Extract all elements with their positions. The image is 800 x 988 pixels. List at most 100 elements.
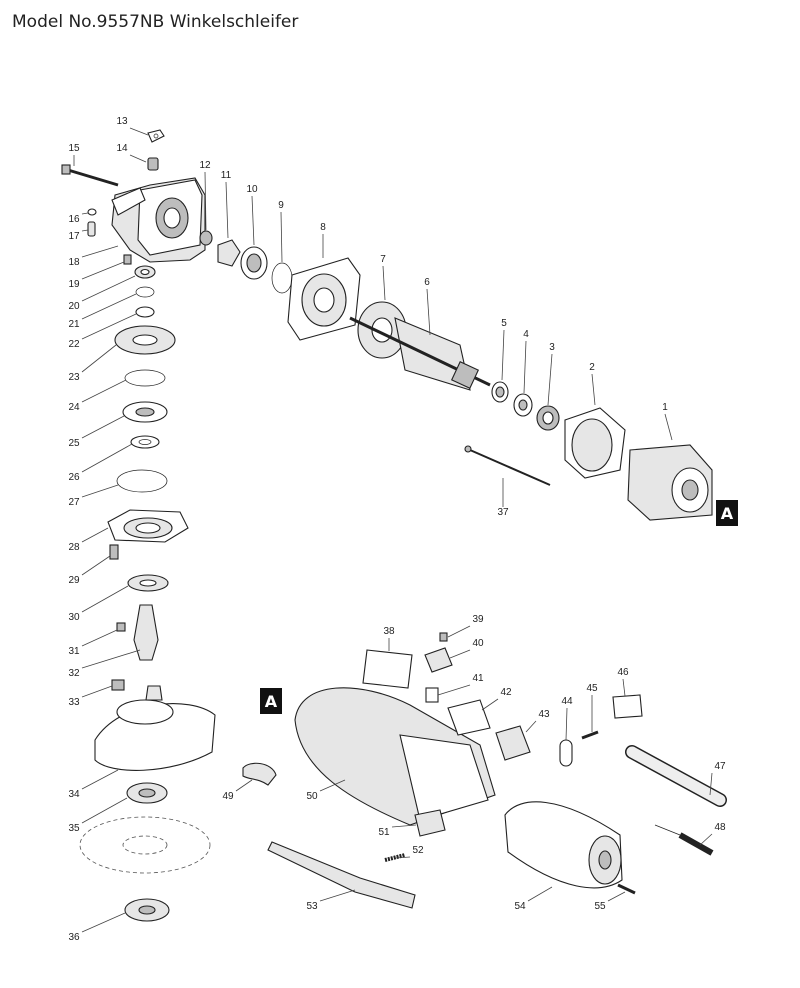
part-3-illustration <box>536 405 560 431</box>
leader-line-34 <box>81 769 119 790</box>
leader-line-51 <box>391 824 417 828</box>
part-32-illustration <box>111 679 125 691</box>
part-label-54: 54 <box>514 901 526 912</box>
part-55-illustration <box>617 883 636 895</box>
svg-text:A: A <box>721 504 734 523</box>
part-label-35: 35 <box>68 823 80 834</box>
leader-line-16 <box>81 212 89 215</box>
part-11-illustration <box>217 239 241 267</box>
part-16-illustration <box>87 208 97 216</box>
leader-line-43 <box>525 720 537 733</box>
part-label-25: 25 <box>68 438 80 449</box>
part-22-illustration <box>114 325 176 355</box>
leader-line-11 <box>225 181 229 239</box>
part-label-51: 51 <box>378 827 390 838</box>
part-label-7: 7 <box>380 254 386 265</box>
leader-line-18 <box>81 245 119 258</box>
leader-line-46 <box>622 678 626 697</box>
leader-line-27 <box>81 484 119 498</box>
part-30-illustration <box>116 622 126 632</box>
leader-line-3 <box>547 353 553 406</box>
svg-text:A: A <box>265 692 278 711</box>
part-41-illustration <box>425 687 439 703</box>
part-36-illustration <box>124 898 170 922</box>
part-label-42: 42 <box>500 687 512 698</box>
part-12-illustration <box>199 230 213 246</box>
part-label-27: 27 <box>68 497 80 508</box>
part-26-illustration <box>116 469 168 493</box>
part-label-38: 38 <box>383 626 395 637</box>
part-25-illustration <box>130 435 160 449</box>
part-34-illustration <box>94 699 216 771</box>
part-label-33: 33 <box>68 697 80 708</box>
part-label-34: 34 <box>68 789 80 800</box>
part-46-illustration <box>612 694 643 719</box>
part-43-illustration <box>495 725 531 761</box>
part-label-4: 4 <box>523 329 529 340</box>
leader-line-50 <box>319 779 346 792</box>
part-5-illustration <box>491 381 509 403</box>
part-label-46: 46 <box>617 667 629 678</box>
part-label-43: 43 <box>538 709 550 720</box>
leader-line-7 <box>382 265 386 301</box>
part-label-1: 1 <box>662 402 668 413</box>
leader-line-41 <box>437 684 471 696</box>
leader-line-28 <box>81 527 109 543</box>
part-label-10: 10 <box>246 184 258 195</box>
part-2-illustration <box>564 407 626 479</box>
leader-line-17 <box>81 229 89 232</box>
part-label-47: 47 <box>714 761 726 772</box>
part-label-15: 15 <box>68 143 80 154</box>
part-6-illustration <box>349 316 491 391</box>
leader-line-2 <box>591 373 596 406</box>
part-49-illustration <box>242 762 277 786</box>
part-14-illustration <box>147 157 159 171</box>
part-24-illustration <box>122 401 168 423</box>
leader-line-23 <box>81 344 117 373</box>
part-1-illustration <box>627 444 713 521</box>
part-label-9: 9 <box>278 200 284 211</box>
leader-line-20 <box>81 275 136 302</box>
part-20-illustration <box>135 286 155 298</box>
part-label-48: 48 <box>714 822 726 833</box>
section-marker-a-housing: A <box>260 688 282 714</box>
part-19-illustration <box>123 254 132 265</box>
leader-line-25 <box>81 415 125 439</box>
leader-line-54 <box>527 886 553 902</box>
part-label-32: 32 <box>68 668 80 679</box>
part-label-36: 36 <box>68 932 80 943</box>
part-label-30: 30 <box>68 612 80 623</box>
part-8-illustration <box>287 257 361 341</box>
leader-line-36 <box>81 912 126 933</box>
leader-line-22 <box>81 313 137 340</box>
part-label-24: 24 <box>68 402 80 413</box>
part-label-55: 55 <box>594 901 606 912</box>
part-48-illustration <box>654 824 714 856</box>
part-number-labels: 1234567891011121314151617181920212223242… <box>68 116 726 943</box>
leader-line-40 <box>449 649 471 659</box>
part-grinding-disc-illustration <box>79 816 211 874</box>
part-44-illustration <box>559 739 573 767</box>
part-label-22: 22 <box>68 339 80 350</box>
leader-line-13 <box>129 127 149 136</box>
leader-line-19 <box>81 261 125 280</box>
part-label-8: 8 <box>320 222 326 233</box>
part-27-illustration <box>107 509 189 543</box>
part-label-23: 23 <box>68 372 80 383</box>
leader-line-48 <box>699 833 713 846</box>
part-17-illustration <box>87 221 96 237</box>
part-47-illustration <box>625 745 727 807</box>
part-15-illustration <box>61 164 119 187</box>
part-39-illustration <box>439 632 448 642</box>
leader-line-42 <box>481 698 499 711</box>
leader-line-4 <box>523 340 527 394</box>
leader-line-5 <box>501 329 505 381</box>
part-label-11: 11 <box>221 170 232 181</box>
page-title: Model No.9557NB Winkelschleifer <box>12 12 299 32</box>
part-label-50: 50 <box>306 791 318 802</box>
part-label-16: 16 <box>68 214 80 225</box>
part-label-52: 52 <box>412 845 424 856</box>
leader-line-6 <box>426 288 431 336</box>
leader-line-30 <box>81 585 129 613</box>
